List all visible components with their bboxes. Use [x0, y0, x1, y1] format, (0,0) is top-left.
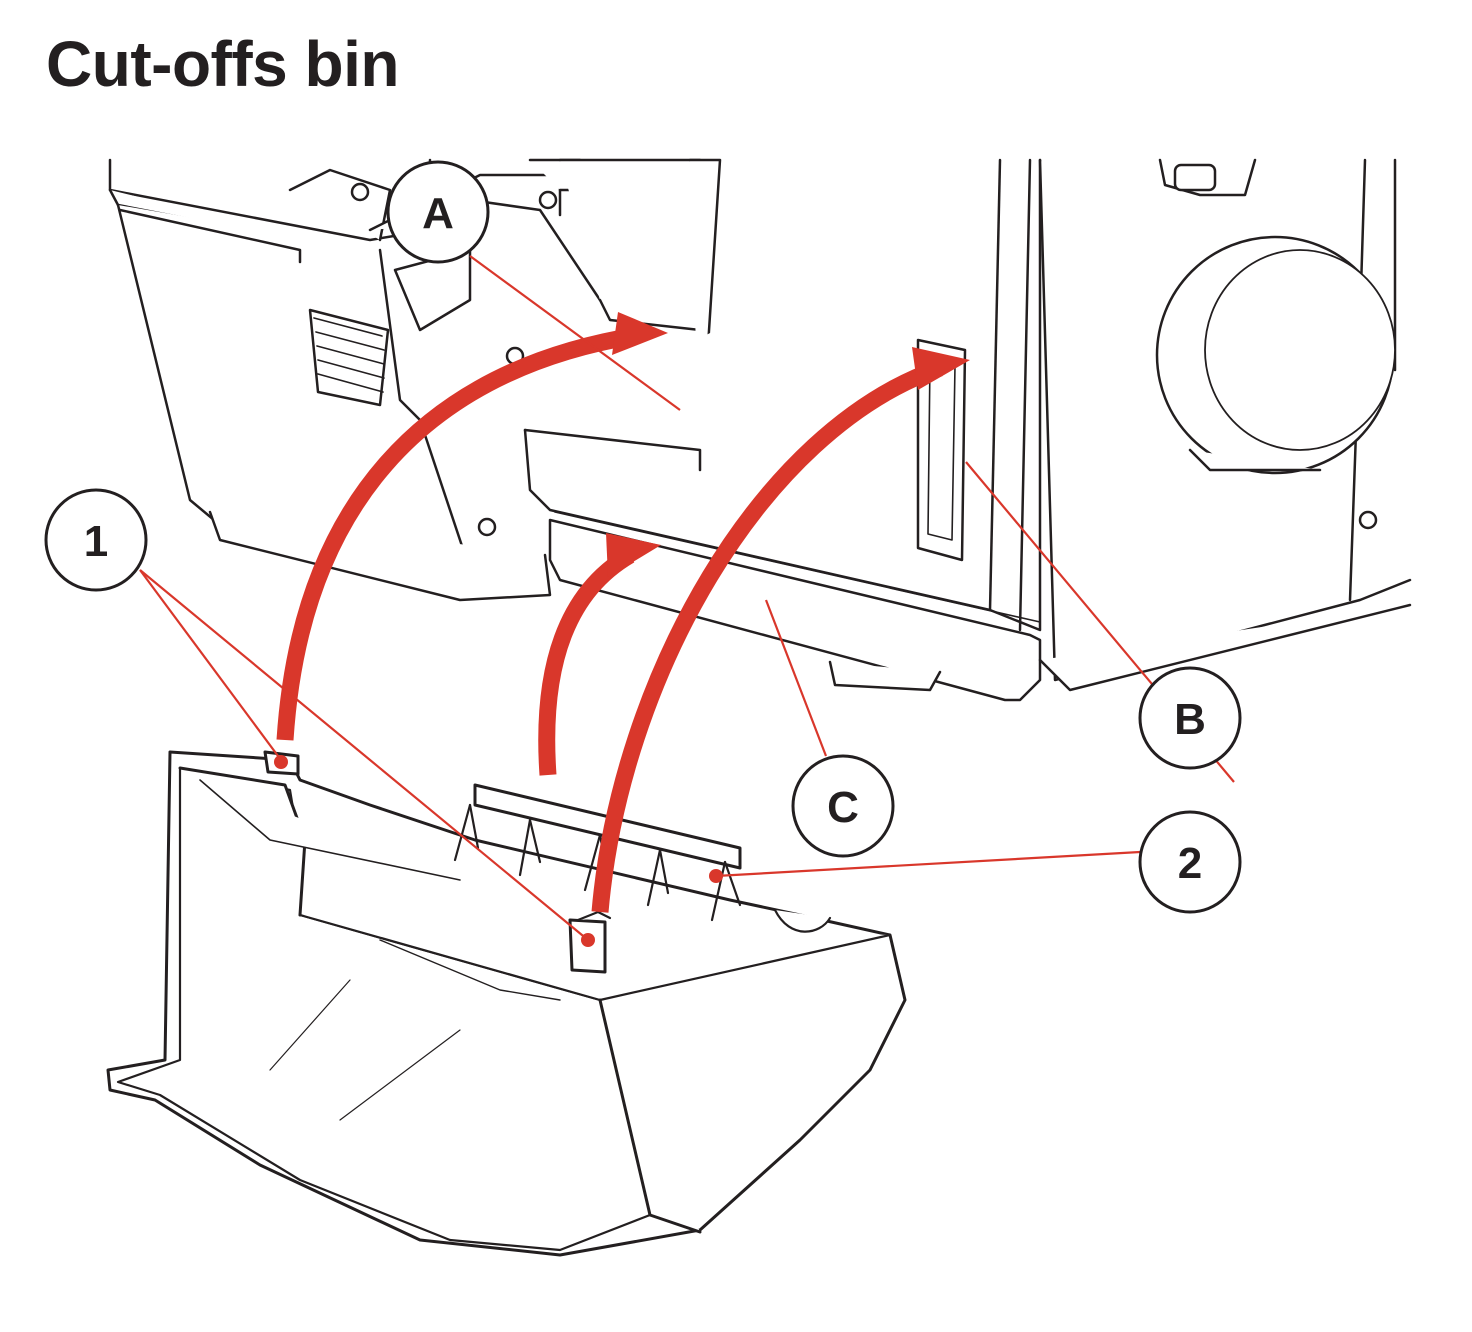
insertion-arrow-left-tab [276, 326, 642, 741]
machine-body [108, 158, 1412, 702]
leader-dot-1b [581, 933, 595, 947]
leader-1a [139, 569, 282, 761]
callout-b-label: B [1174, 695, 1206, 744]
callout-2: 2 [1138, 810, 1242, 914]
callout-a: A [386, 160, 490, 264]
callout-2-label: 2 [1178, 839, 1202, 888]
callout-b: B [1138, 666, 1242, 770]
callout-a-label: A [422, 189, 454, 238]
arrowhead-a [612, 312, 668, 355]
leader-1b [139, 569, 589, 941]
page-title: Cut-offs bin [46, 28, 400, 100]
leader-dot-1a [274, 755, 288, 769]
leader-dot-2 [709, 869, 723, 883]
leader-c [764, 599, 828, 757]
callout-1: 1 [44, 488, 148, 592]
cut-offs-bin [106, 750, 907, 1257]
callout-c: C [791, 754, 895, 858]
insertion-arrow-right-tab [591, 359, 943, 913]
callout-1-label: 1 [84, 517, 108, 566]
arrowhead-c [606, 533, 661, 577]
insertion-arrows [276, 312, 970, 913]
callout-c-label: C [827, 783, 859, 832]
leader-a [469, 255, 681, 411]
arrowhead-b [912, 347, 970, 390]
leader-2 [715, 850, 1141, 878]
